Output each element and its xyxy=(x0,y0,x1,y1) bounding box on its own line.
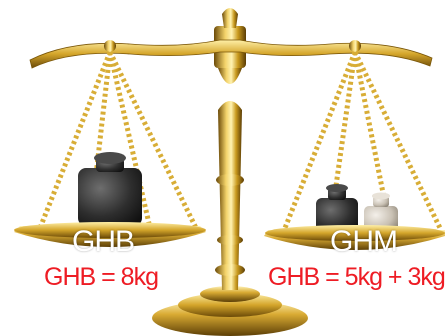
left-weight xyxy=(78,152,142,226)
scale-base xyxy=(152,286,308,336)
right-pan-chains xyxy=(285,52,440,228)
right-equation: GHB = 5kg + 3kg xyxy=(268,263,445,292)
right-pan-label: GHM xyxy=(330,225,397,259)
left-pan-label: GHB xyxy=(72,225,134,259)
left-equation: GHB = 8kg xyxy=(44,263,158,292)
